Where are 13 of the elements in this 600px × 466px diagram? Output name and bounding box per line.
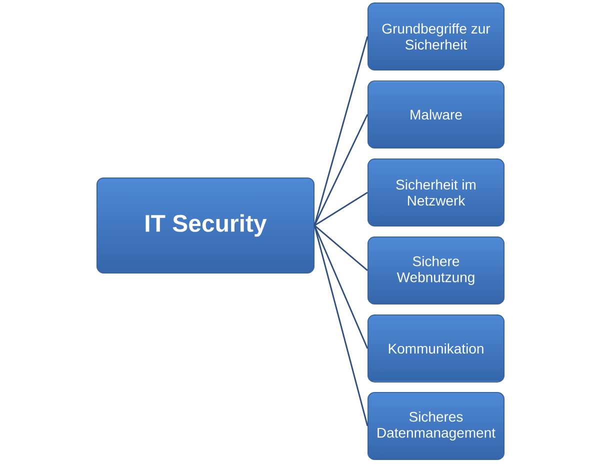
connector-line [314, 224, 368, 272]
subtopic-box: Malware [367, 80, 505, 149]
subtopic-box: Grundbegriffe zur Sicherheit [367, 2, 505, 71]
topic-box: IT Security [96, 177, 315, 274]
connector-line [314, 225, 368, 349]
subtopic-box: Sicherheit im Netzwerk [367, 158, 505, 227]
connector-line [314, 114, 368, 226]
connector-line [314, 36, 368, 226]
connector-line [314, 225, 368, 426]
subtopic-box: Sichere Webnutzung [367, 236, 505, 305]
subtopic-box: Sicheres Datenmanagement [367, 392, 505, 460]
subtopic-box: Kommunikation [367, 314, 505, 383]
connector-line [314, 192, 368, 226]
